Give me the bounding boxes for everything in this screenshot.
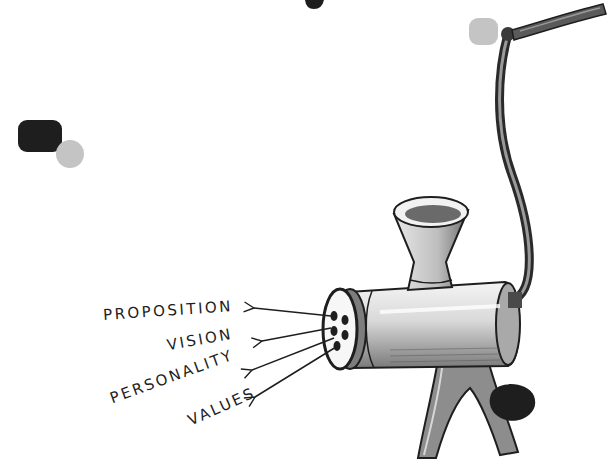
- leader-arrow: [252, 338, 334, 370]
- hopper-mouth: [405, 205, 461, 223]
- hopper-rim: [394, 197, 468, 227]
- clamp-shine: [424, 368, 442, 455]
- ink-blob: [18, 120, 62, 152]
- part-label: VALUES: [186, 385, 258, 428]
- ink-blob: [305, 0, 324, 9]
- part-label: PERSONALITY: [108, 348, 236, 407]
- leader-arrow: [262, 328, 331, 341]
- shaft: [508, 292, 522, 308]
- handle-shine: [520, 8, 600, 31]
- leader-arrow: [255, 347, 336, 397]
- ring-line: [366, 291, 374, 368]
- grey-dot: [469, 18, 498, 45]
- grinder-body: [348, 282, 519, 368]
- plate-holes: [331, 311, 349, 351]
- leader-arrow: [254, 308, 331, 316]
- hatching: [390, 348, 500, 362]
- grey-dot: [56, 140, 84, 168]
- crank-handle: [512, 4, 606, 40]
- body-shine: [380, 306, 500, 312]
- ink-blob: [490, 384, 535, 421]
- crank-arm: [500, 34, 530, 300]
- hopper-collar: [410, 280, 452, 283]
- part-label: PROPOSITION: [103, 299, 234, 323]
- crank-arm-highlight: [500, 34, 530, 300]
- leader-lines: [252, 308, 336, 397]
